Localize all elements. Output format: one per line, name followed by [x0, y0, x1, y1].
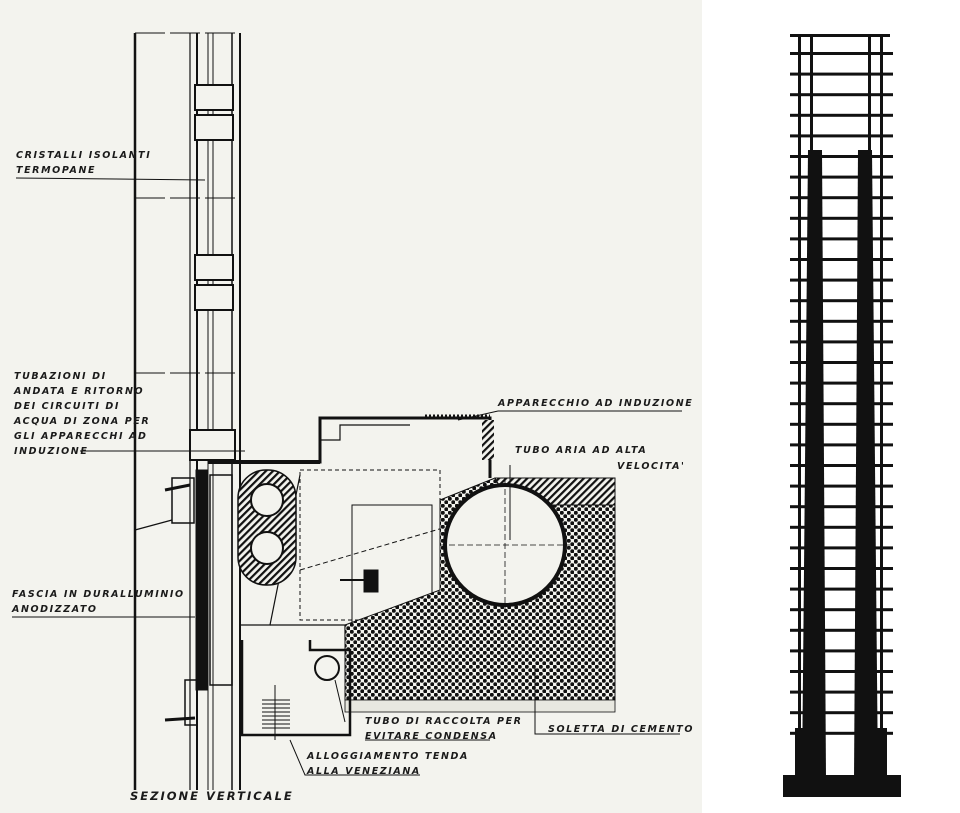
leader-lines	[12, 177, 682, 776]
label-tenda: ALLOGGIAMENTO TENDA ALLA VENEZIANA	[307, 749, 469, 779]
tower-floor-line	[790, 72, 893, 76]
tower-floor-line	[790, 649, 893, 653]
tower-floor-line	[790, 731, 893, 735]
label-line: TUBAZIONI DI	[14, 371, 107, 382]
label-line: TERMOPANE	[16, 165, 97, 176]
tower-floor-line	[790, 525, 893, 529]
tower-floor-line	[790, 711, 893, 715]
tower-floor-line	[790, 690, 893, 694]
tower-floor-line	[790, 567, 893, 570]
label-line: GLI APPARECCHI AD	[14, 431, 148, 442]
tower-floor-line	[790, 608, 893, 612]
tower-floor-line	[790, 175, 893, 179]
tower-floor-line	[790, 484, 893, 488]
tower-floor-line	[790, 216, 893, 220]
tower-floor-line	[790, 443, 893, 447]
tower-roof	[790, 34, 890, 37]
label-line: ANDATA E RITORNO	[14, 386, 145, 397]
label-line: DEI CIRCUITI DI	[14, 401, 121, 412]
tower-floor-line	[790, 113, 893, 117]
label-line: EVITARE CONDENSA	[365, 731, 498, 742]
tower-floor-line	[790, 93, 893, 97]
label-line: ACQUA DI ZONA PER	[14, 416, 151, 427]
window-frame-upper	[189, 84, 236, 461]
label-line: ALLOGGIAMENTO TENDA	[307, 751, 469, 762]
tower-mullion	[810, 37, 813, 157]
tower-floor-line	[790, 464, 893, 467]
tower-floor-line	[790, 402, 893, 406]
tower-base-pier	[795, 728, 807, 783]
water-pipes	[237, 469, 297, 586]
venetian-blind	[262, 685, 290, 740]
label-line: INDUZIONE	[14, 446, 89, 457]
column-section	[134, 460, 320, 726]
label-line: ALLA VENEZIANA	[307, 766, 421, 777]
label-raccolta: TUBO DI RACCOLTA PER EVITARE CONDENSA	[365, 714, 523, 744]
tower-mullion	[868, 37, 871, 157]
label-line: ANODIZZATO	[12, 604, 98, 615]
tower-floor-line	[790, 670, 893, 673]
tower-floor-line	[790, 134, 893, 138]
tower-elevation	[783, 34, 901, 797]
label-cristalli: CRISTALLI ISOLANTI TERMOPANE	[16, 148, 151, 178]
tower-floor-line	[790, 381, 893, 385]
tower-floor-line	[790, 628, 893, 632]
label-line: CRISTALLI ISOLANTI	[16, 150, 152, 161]
label-tubazioni: TUBAZIONI DI ANDATA E RITORNO DEI CIRCUI…	[14, 369, 150, 459]
tower-floor-line	[790, 258, 893, 261]
label-line: FASCIA IN DURALLUMINIO	[12, 589, 185, 600]
tower-base	[783, 775, 901, 797]
tower-floor-line	[790, 319, 893, 323]
label-apparecchio: APPARECCHIO AD INDUZIONE	[498, 398, 694, 409]
tower-floor-line	[790, 52, 893, 55]
tower-floor-line	[790, 299, 893, 303]
tower-floor-line	[790, 505, 893, 509]
label-tubo-aria: TUBO ARIA AD ALTA	[515, 445, 648, 456]
tower-floor-line	[790, 340, 893, 344]
tower-core-left	[802, 150, 826, 780]
tower-floor-line	[790, 155, 893, 158]
tower-floor-line	[790, 587, 893, 591]
drawing-title: SEZIONE VERTICALE	[130, 789, 294, 803]
tower-base-pier	[875, 728, 887, 783]
tower-floor-line	[790, 422, 893, 426]
tower-floor-line	[790, 196, 893, 200]
tower-floor-line	[790, 546, 893, 550]
label-tubo-aria-2: VELOCITA'	[617, 461, 686, 472]
facade-mullion	[133, 32, 241, 790]
air-duct	[440, 480, 570, 610]
condensate-pipe	[240, 640, 352, 737]
tower-floor-line	[790, 278, 893, 282]
tower-floor-line	[790, 237, 893, 241]
tower-edge-right	[880, 37, 883, 737]
label-soletta: SOLETTA DI CEMENTO	[548, 724, 695, 735]
label-line: TUBO DI RACCOLTA PER	[365, 716, 523, 727]
tower-floor-line	[790, 361, 893, 364]
tower-core-right	[854, 150, 878, 780]
tower-edge-left	[798, 37, 801, 737]
label-fascia: FASCIA IN DURALLUMINIO ANODIZZATO	[12, 587, 185, 617]
